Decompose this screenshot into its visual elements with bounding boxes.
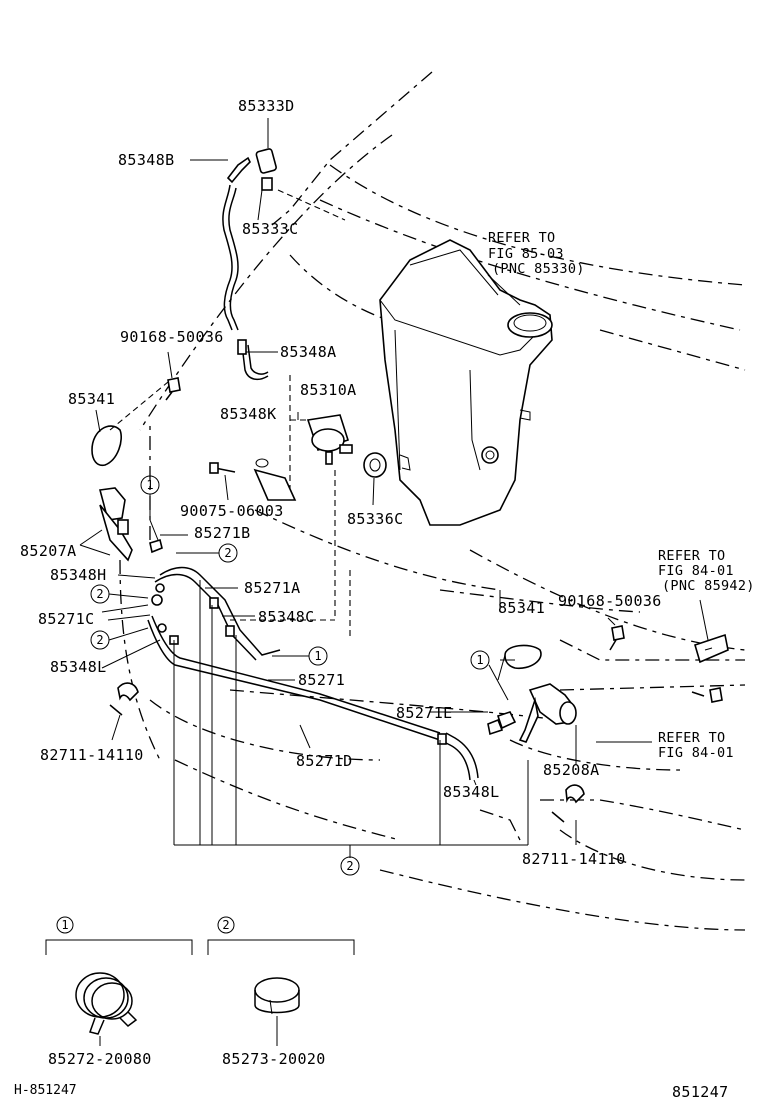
- callout-leaders: [108, 494, 509, 701]
- label-85208A: 85208A: [543, 761, 600, 779]
- label-85271E: 85271E: [396, 704, 453, 722]
- callout-circles: 1 2 2 2 1 1 2: [90, 475, 490, 876]
- callout-2-c: 2: [90, 630, 110, 650]
- refer-block-lower: REFER TO FIG 84-01: [658, 730, 734, 761]
- svg-text:REFER TO: REFER TO: [658, 548, 725, 564]
- callout-2-a: 2: [218, 543, 238, 563]
- label-85341-right: 85341: [498, 599, 545, 617]
- svg-text:2: 2: [96, 587, 103, 601]
- label-85348K: 85348K: [220, 405, 277, 423]
- group-bracket-2: [173, 580, 529, 858]
- right-bolts: [609, 625, 723, 703]
- bumper-bracket: [694, 633, 729, 664]
- svg-text:(PNC 85942): (PNC 85942): [662, 578, 755, 594]
- callout-2-d: 2: [340, 856, 360, 876]
- label-85348L-left: 85348L: [50, 658, 107, 676]
- label-85271: 85271: [298, 671, 345, 689]
- label-82711-left: 82711-14110: [40, 746, 144, 764]
- svg-text:1: 1: [314, 649, 321, 663]
- washer-tank: [379, 239, 553, 526]
- leader-lines: [79, 118, 709, 845]
- grommet: [363, 452, 387, 478]
- label-90168-top: 90168-50036: [120, 328, 224, 346]
- callout-1-a: 1: [140, 475, 160, 495]
- svg-text:2: 2: [346, 859, 353, 873]
- label-85348L-right: 85348L: [443, 783, 500, 801]
- label-82711-right: 82711-14110: [522, 850, 626, 868]
- label-85273: 85273-20020: [222, 1050, 326, 1068]
- svg-text:FIG 85-03: FIG 85-03: [488, 246, 564, 262]
- label-85336C: 85336C: [347, 510, 404, 528]
- label-85348A: 85348A: [280, 343, 337, 361]
- callout-1-b: 1: [308, 646, 328, 666]
- svg-text:1: 1: [146, 478, 153, 492]
- left-clamp: [109, 682, 139, 716]
- svg-text:REFER TO: REFER TO: [658, 730, 725, 746]
- reference-drop-lines: [230, 470, 351, 640]
- pump-bracket: [209, 458, 297, 501]
- tank-refer-leader: [487, 274, 521, 306]
- svg-text:2: 2: [96, 633, 103, 647]
- label-85271D: 85271D: [296, 752, 353, 770]
- label-90075: 90075-06003: [180, 502, 284, 520]
- left-bolt-and-cover: [91, 377, 181, 467]
- label-85341-left: 85341: [68, 390, 115, 408]
- svg-text:FIG 84-01: FIG 84-01: [658, 745, 734, 761]
- label-85333D: 85333D: [238, 97, 295, 115]
- svg-text:2: 2: [224, 546, 231, 560]
- legend-clamp-1: 1 85272-20080: [45, 916, 193, 1068]
- footer-left-code: H-851247: [14, 1083, 77, 1098]
- label-85271B: 85271B: [194, 524, 251, 542]
- svg-text:FIG 84-01: FIG 84-01: [658, 563, 734, 579]
- svg-text:REFER TO: REFER TO: [488, 230, 555, 246]
- upper-hose-assembly: [222, 148, 277, 381]
- svg-text:1: 1: [476, 653, 483, 667]
- label-85348B: 85348B: [118, 151, 175, 169]
- label-85207A: 85207A: [20, 542, 77, 560]
- refer-block-bumper: REFER TO FIG 84-01 (PNC 85942): [658, 548, 755, 594]
- svg-text:2: 2: [222, 918, 229, 932]
- label-85348C: 85348C: [258, 608, 315, 626]
- hose-dash-leader: [277, 189, 346, 221]
- washer-pump: [289, 375, 353, 500]
- svg-text:1: 1: [61, 918, 68, 932]
- label-85348H: 85348H: [50, 566, 107, 584]
- band-clamp-icon: [254, 977, 300, 1015]
- callout-2-b: 2: [90, 584, 110, 604]
- callout-1-c: 1: [470, 650, 490, 670]
- legend-clamp-2: 2 85273-20020: [207, 916, 355, 1068]
- right-cover-and-nozzle: [487, 644, 577, 743]
- label-85310A: 85310A: [300, 381, 357, 399]
- footer-right-code: 851247: [672, 1083, 729, 1101]
- label-85333C: 85333C: [242, 220, 299, 238]
- part-labels: 85333D 85348B 85333C 90168-50036 85348A …: [20, 97, 662, 868]
- label-85271C: 85271C: [38, 610, 95, 628]
- label-90168-right: 90168-50036: [558, 592, 662, 610]
- refer-block-tank: REFER TO FIG 85-03 (PNC 85330): [488, 230, 585, 277]
- label-85271A: 85271A: [244, 579, 301, 597]
- spring-clamp-icon: [75, 972, 138, 1035]
- svg-text:(PNC 85330): (PNC 85330): [492, 261, 585, 277]
- label-85272: 85272-20080: [48, 1050, 152, 1068]
- right-clamp: [551, 784, 585, 823]
- left-washer-nozzle: [98, 487, 133, 562]
